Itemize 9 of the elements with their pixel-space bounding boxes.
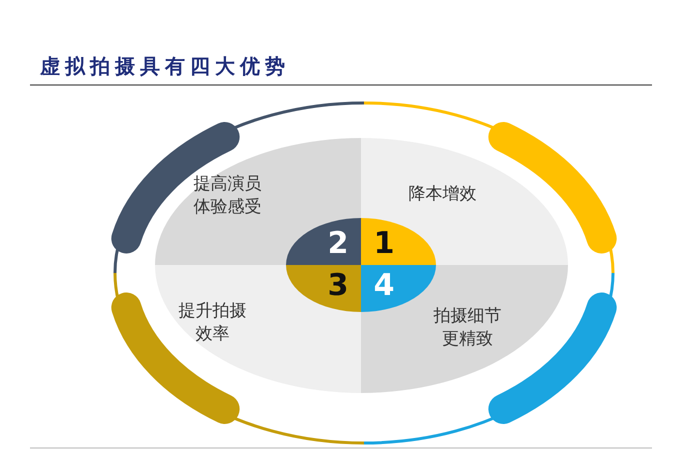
quadrant-label: 提升拍摄效率 [178,300,248,346]
quadrant-label: 拍摄细节更精致 [432,305,503,351]
quadrant-label: 降本增效 [408,183,478,206]
segment-number: 2 [326,229,350,259]
segment-number: 1 [372,229,396,259]
segment-number: 4 [372,271,396,301]
quadrant-label: 提高演员体验感受 [192,173,263,219]
segment-number: 3 [326,271,350,301]
page-title: 虚拟拍摄具有四大优势 [40,53,290,80]
